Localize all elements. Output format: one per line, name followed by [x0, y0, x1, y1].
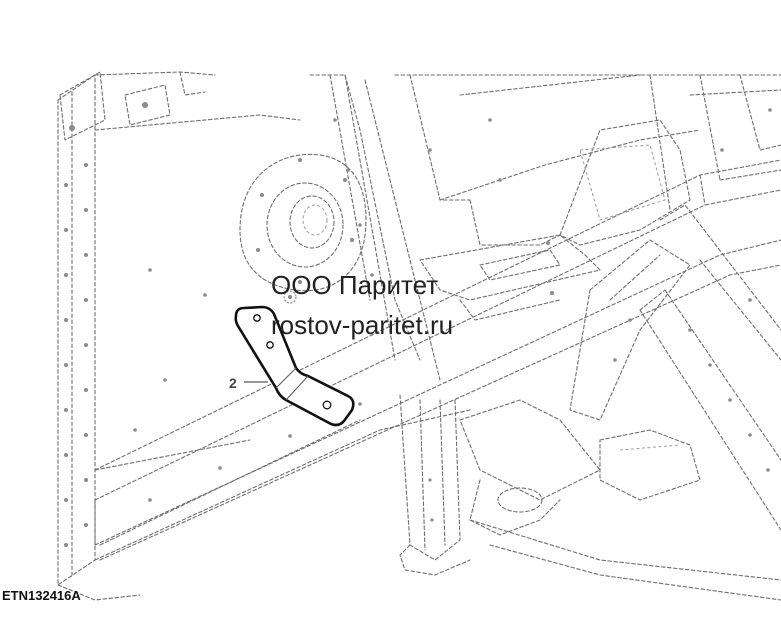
watermark-company-name: ООО Паритет: [271, 270, 439, 300]
figure-id-label: ETN132416A: [2, 588, 81, 603]
upper-right-frame: [394, 74, 781, 246]
upright-member: [569, 239, 691, 421]
watermark-website: rostov-paritet.ru: [271, 310, 454, 340]
lower-vertical-leg: [399, 394, 471, 576]
link-channel: [419, 234, 601, 321]
bearing-housing: [239, 153, 367, 292]
lower-support: [459, 399, 781, 601]
callout-2: 2: [229, 375, 268, 391]
main-cross-beam: [94, 159, 781, 561]
center-post: [309, 74, 441, 381]
callout-2-label: 2: [229, 375, 237, 391]
diagonal-strut: [639, 204, 781, 531]
side-plate-holes: [64, 102, 207, 547]
bracket-part: [234, 305, 355, 427]
bottom-rail: [94, 402, 471, 561]
bolt-hardware: [283, 290, 297, 304]
